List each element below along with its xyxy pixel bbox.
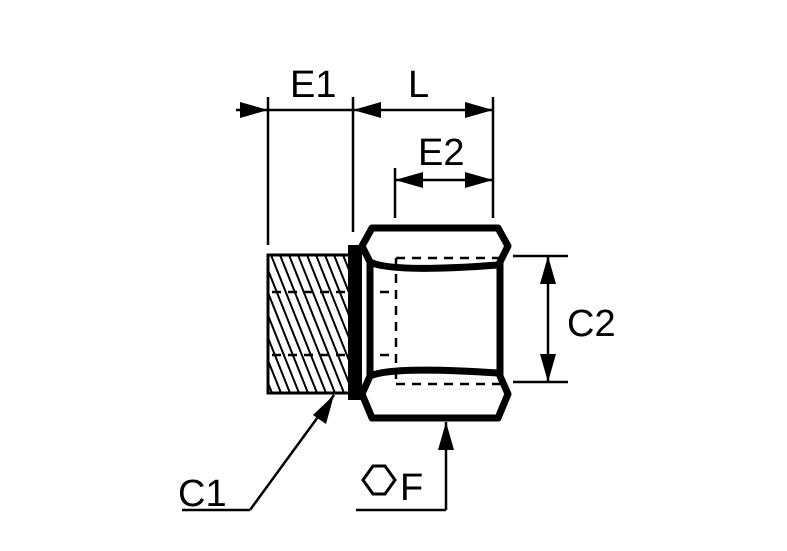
thread-line	[267, 314, 300, 394]
label-c1: C1	[178, 473, 227, 515]
thread-line	[279, 254, 336, 394]
dimension-c2: C2	[513, 254, 616, 384]
thread-line	[267, 337, 291, 394]
leader-f: F	[356, 422, 454, 512]
collar	[348, 245, 362, 400]
thread-line	[267, 269, 318, 394]
thread-line	[315, 254, 351, 341]
thread-line	[306, 254, 351, 364]
label-e1: E1	[290, 64, 336, 106]
leader-c1: C1	[178, 394, 336, 515]
thread-line	[267, 360, 282, 394]
thread-line	[324, 254, 351, 319]
dimension-l: L	[353, 64, 495, 218]
label-e2: E2	[418, 132, 464, 174]
thread-line	[297, 254, 351, 386]
thread-line	[288, 254, 345, 394]
label-f: F	[400, 467, 423, 509]
hexagon-icon	[361, 464, 397, 496]
male-thread	[266, 253, 352, 395]
dimension-e2: E2	[393, 132, 493, 218]
thread-line	[333, 254, 351, 296]
label-c2: C2	[567, 303, 616, 345]
thread-line	[267, 382, 273, 394]
thread-line	[267, 292, 309, 394]
label-l: L	[408, 64, 429, 106]
thread-line	[270, 254, 327, 394]
dimension-e1: E1	[236, 64, 355, 245]
hex-nut	[358, 224, 512, 422]
